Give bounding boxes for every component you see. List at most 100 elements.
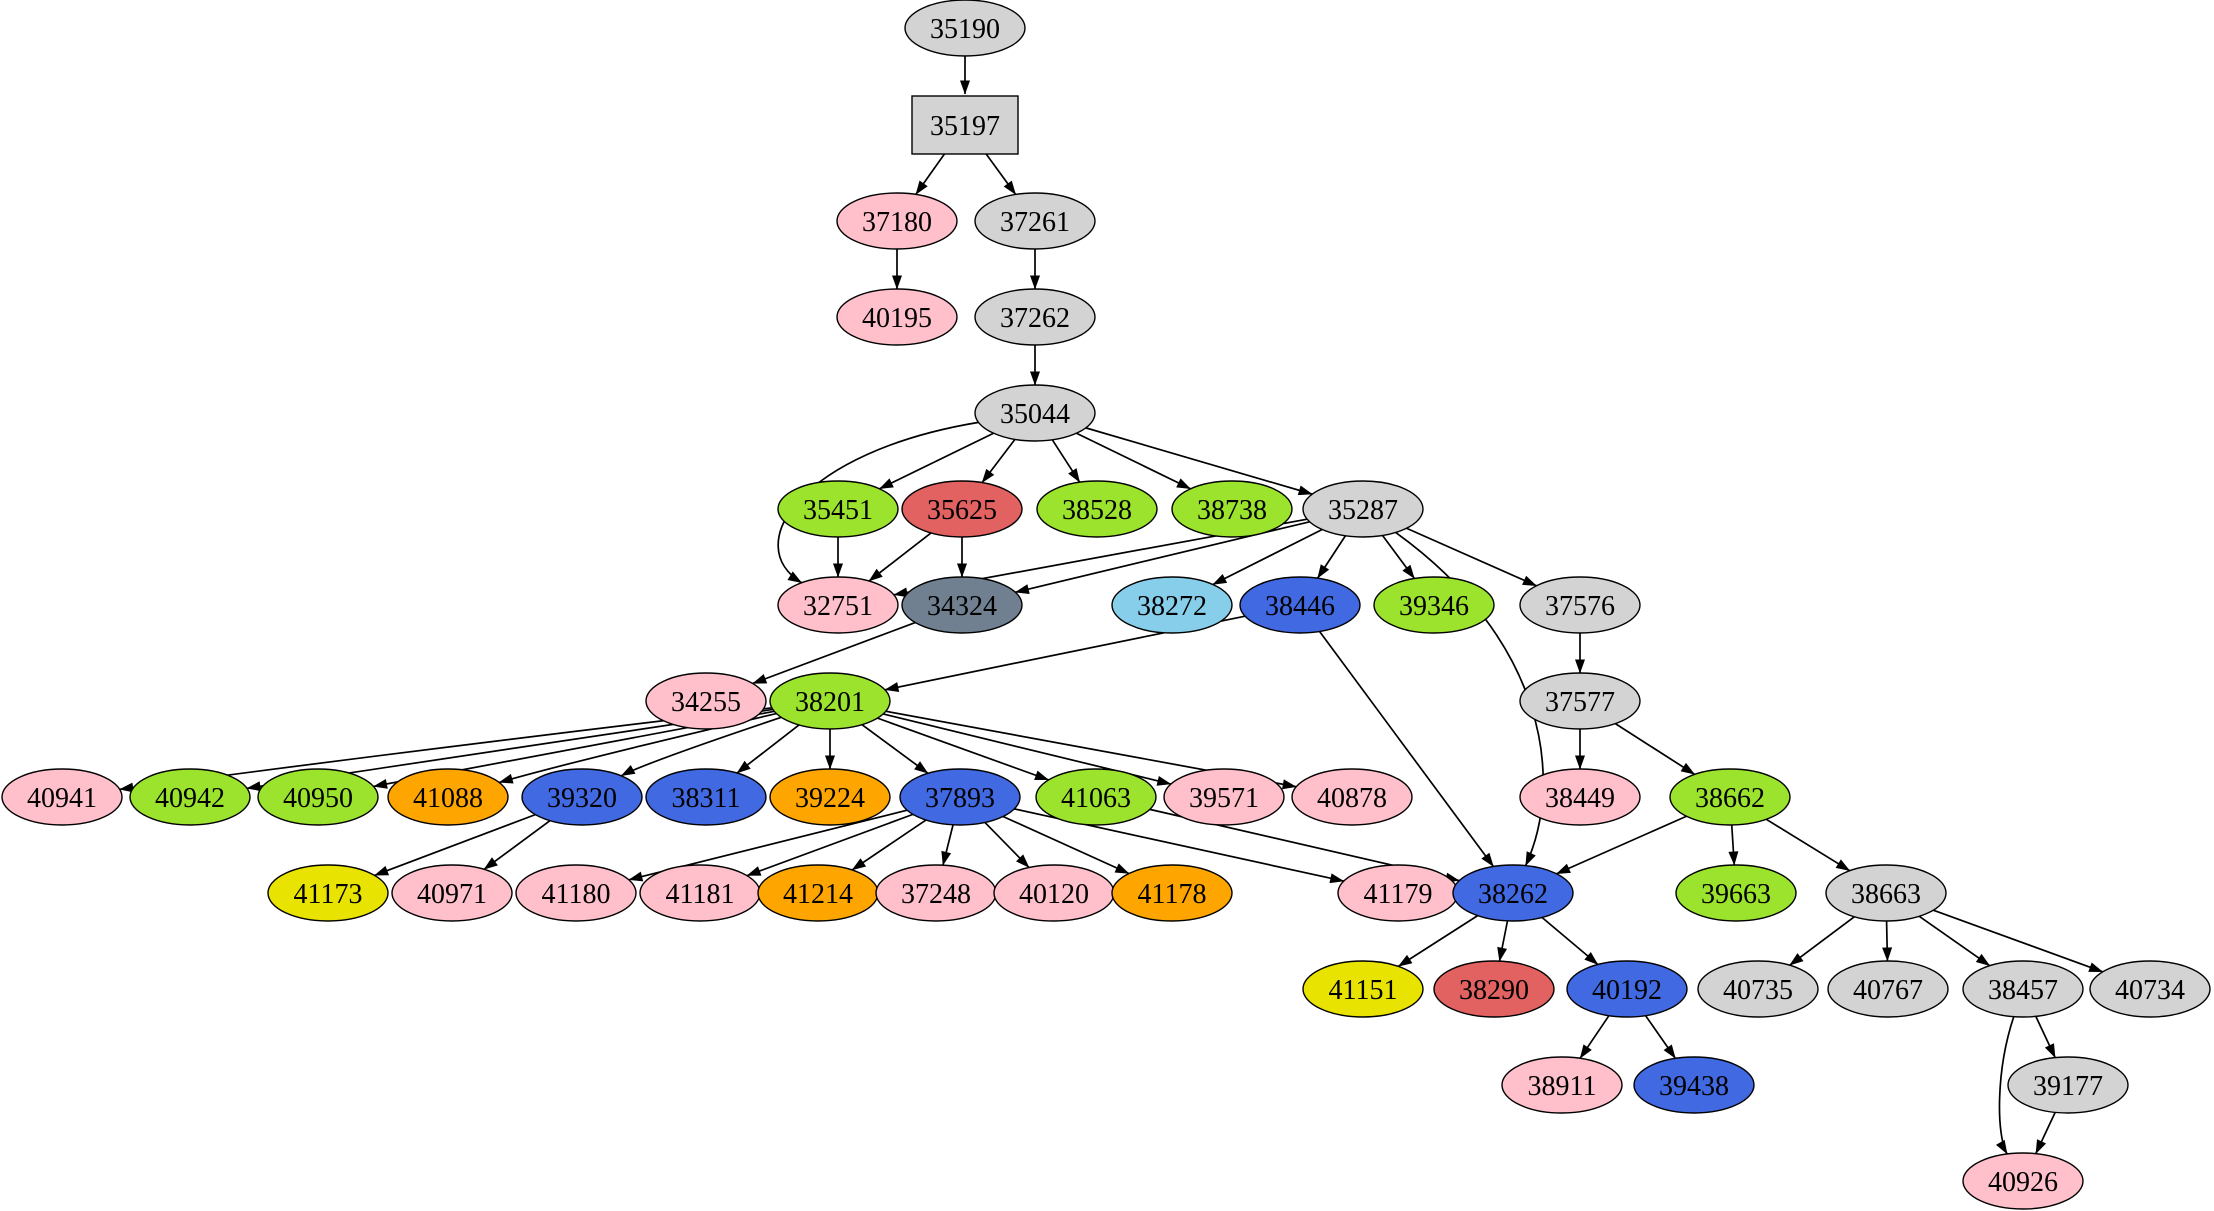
node-32751: 32751 xyxy=(777,576,899,634)
edge-37893-40120 xyxy=(984,821,1030,869)
node-35625-label: 35625 xyxy=(927,495,997,526)
node-38528: 38528 xyxy=(1036,480,1158,538)
node-40192-ellipse xyxy=(1566,960,1688,1018)
edge-35197-37261 xyxy=(984,152,1017,195)
node-40942: 40942 xyxy=(129,768,251,826)
edge-38201-41063 xyxy=(877,717,1050,781)
node-41178-label: 41178 xyxy=(1138,879,1207,910)
edge-38201-37893 xyxy=(861,723,929,775)
node-38311-ellipse xyxy=(645,768,767,826)
node-38457-label: 38457 xyxy=(1988,975,2058,1006)
node-38662-label: 38662 xyxy=(1695,783,1765,814)
node-40971-label: 40971 xyxy=(417,879,487,910)
edge-38662-38663 xyxy=(1765,818,1851,872)
node-38662-ellipse xyxy=(1669,768,1791,826)
node-39571-ellipse xyxy=(1163,768,1285,826)
node-38311-label: 38311 xyxy=(672,783,741,814)
node-35044: 35044 xyxy=(974,384,1096,442)
edge-35044-35287 xyxy=(1085,427,1313,496)
node-41180: 41180 xyxy=(515,864,637,922)
node-38311: 38311 xyxy=(645,768,767,826)
node-40942-ellipse xyxy=(129,768,251,826)
node-39320-ellipse xyxy=(521,768,643,826)
node-41088: 41088 xyxy=(387,768,509,826)
node-38201-label: 38201 xyxy=(795,687,865,718)
node-38272: 38272 xyxy=(1111,576,1233,634)
node-38272-ellipse xyxy=(1111,576,1233,634)
node-41173: 41173 xyxy=(267,864,389,922)
node-38528-label: 38528 xyxy=(1062,495,1132,526)
node-37262: 37262 xyxy=(974,288,1096,346)
edge-35197-37180 xyxy=(915,152,946,195)
node-34255-label: 34255 xyxy=(671,687,741,718)
node-38528-ellipse xyxy=(1036,480,1158,538)
edge-37893-37248 xyxy=(941,824,954,866)
node-38449-label: 38449 xyxy=(1545,783,1615,814)
node-41179: 41179 xyxy=(1337,864,1459,922)
node-39224-label: 39224 xyxy=(795,783,865,814)
node-35625: 35625 xyxy=(901,480,1023,538)
node-39224-ellipse xyxy=(769,768,891,826)
node-38446-ellipse xyxy=(1239,576,1361,634)
node-38449-ellipse xyxy=(1519,768,1641,826)
node-35197: 35197 xyxy=(911,95,1019,155)
node-34324-ellipse xyxy=(901,576,1023,634)
node-41181-label: 41181 xyxy=(666,879,735,910)
node-38738-ellipse xyxy=(1171,480,1293,538)
node-38201-ellipse xyxy=(769,672,891,730)
node-35197-label: 35197 xyxy=(930,111,1000,142)
node-37577-ellipse xyxy=(1519,672,1641,730)
node-37893-label: 37893 xyxy=(925,783,995,814)
edge-38663-40735 xyxy=(1789,916,1855,966)
node-38290-label: 38290 xyxy=(1459,975,1529,1006)
node-40767-ellipse xyxy=(1827,960,1949,1018)
node-38272-label: 38272 xyxy=(1137,591,1207,622)
node-37262-ellipse xyxy=(974,288,1096,346)
node-40734-label: 40734 xyxy=(2115,975,2185,1006)
node-41173-ellipse xyxy=(267,864,389,922)
node-41178: 41178 xyxy=(1111,864,1233,922)
node-37180-ellipse xyxy=(836,192,958,250)
edge-35044-38528 xyxy=(1051,439,1081,483)
edge-39177-40926 xyxy=(2035,1111,2056,1155)
node-37577: 37577 xyxy=(1519,672,1641,730)
node-41179-label: 41179 xyxy=(1364,879,1433,910)
node-40767: 40767 xyxy=(1827,960,1949,1018)
edge-38262-38290 xyxy=(1497,920,1509,962)
node-39346-label: 39346 xyxy=(1399,591,1469,622)
node-38457: 38457 xyxy=(1962,960,2084,1018)
edge-37893-41181 xyxy=(746,813,914,877)
node-39177: 39177 xyxy=(2007,1056,2129,1114)
node-37893-ellipse xyxy=(899,768,1021,826)
edge-35625-32751 xyxy=(868,532,932,582)
node-35190-ellipse xyxy=(904,0,1026,57)
node-40971: 40971 xyxy=(391,864,513,922)
node-34324-label: 34324 xyxy=(927,591,997,622)
node-38262: 38262 xyxy=(1452,864,1574,922)
edge-38663-40734 xyxy=(1933,909,2104,973)
node-35287-label: 35287 xyxy=(1328,495,1398,526)
node-41063-label: 41063 xyxy=(1061,783,1131,814)
node-39571: 39571 xyxy=(1163,768,1285,826)
node-41214-label: 41214 xyxy=(783,879,853,910)
node-39320-label: 39320 xyxy=(547,783,617,814)
node-40195-ellipse xyxy=(836,288,958,346)
node-39663-label: 39663 xyxy=(1701,879,1771,910)
node-35451-ellipse xyxy=(777,480,899,538)
node-37576-label: 37576 xyxy=(1545,591,1615,622)
node-38663-label: 38663 xyxy=(1851,879,1921,910)
node-35190: 35190 xyxy=(904,0,1026,57)
node-37893: 37893 xyxy=(899,768,1021,826)
node-41180-ellipse xyxy=(515,864,637,922)
node-38262-label: 38262 xyxy=(1478,879,1548,910)
node-38262-ellipse xyxy=(1452,864,1574,922)
node-40120-label: 40120 xyxy=(1019,879,1089,910)
node-40942-label: 40942 xyxy=(155,783,225,814)
node-40971-ellipse xyxy=(391,864,513,922)
node-39224: 39224 xyxy=(769,768,891,826)
node-39346: 39346 xyxy=(1373,576,1495,634)
node-37180: 37180 xyxy=(836,192,958,250)
